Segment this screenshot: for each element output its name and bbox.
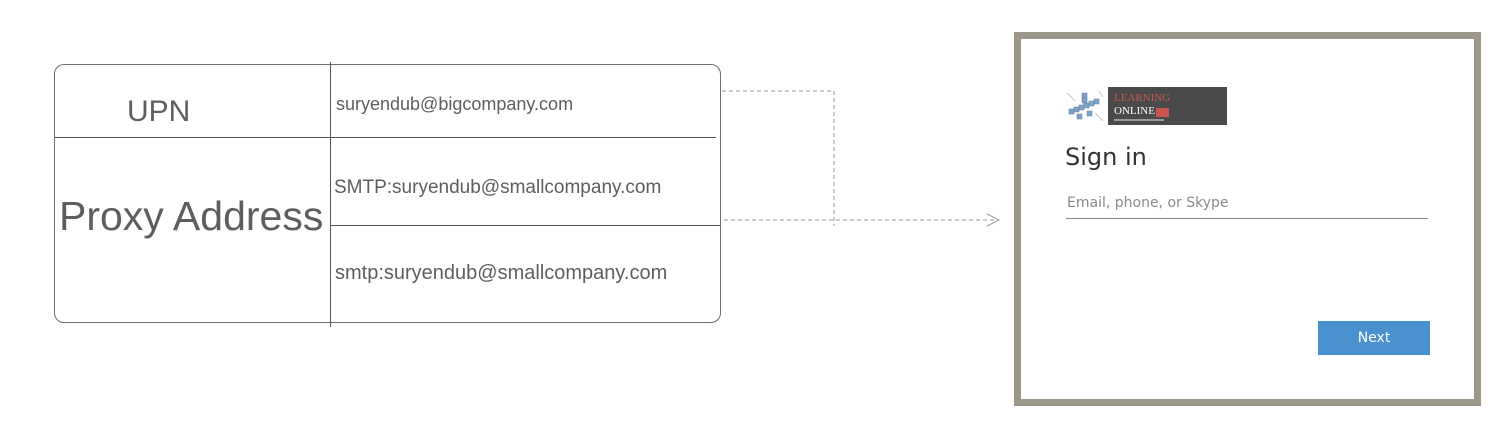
column-divider — [330, 62, 331, 327]
proxy-address-label: Proxy Address — [59, 193, 324, 239]
arrowhead — [986, 213, 1001, 227]
mapping-table — [54, 64, 721, 323]
logo-accent-block — [1156, 108, 1169, 117]
logo-text-online: ONLINE — [1114, 105, 1155, 117]
signin-title: Sign in — [1065, 143, 1147, 171]
proxy-address-secondary: smtp:suryendub@smallcompany.com — [335, 262, 668, 284]
logo-text-learning: LEARNING — [1114, 92, 1171, 104]
crossword-graphic-icon — [1065, 87, 1107, 125]
learning-online-logo: LEARNING ONLINE — [1065, 87, 1227, 125]
row-divider-proxy — [330, 225, 720, 226]
upn-connector — [722, 90, 835, 226]
proxy-address-primary: SMTP:suryendub@smallcompany.com — [334, 177, 662, 198]
next-button[interactable]: Next — [1318, 321, 1430, 355]
email-field[interactable] — [1066, 188, 1428, 219]
row-divider-upn — [55, 137, 716, 138]
logo-plate: LEARNING ONLINE — [1108, 87, 1227, 125]
upn-label: UPN — [127, 95, 191, 128]
upn-value: suryendub@bigcompany.com — [336, 94, 574, 114]
logo-tagline-bar — [1114, 119, 1164, 121]
